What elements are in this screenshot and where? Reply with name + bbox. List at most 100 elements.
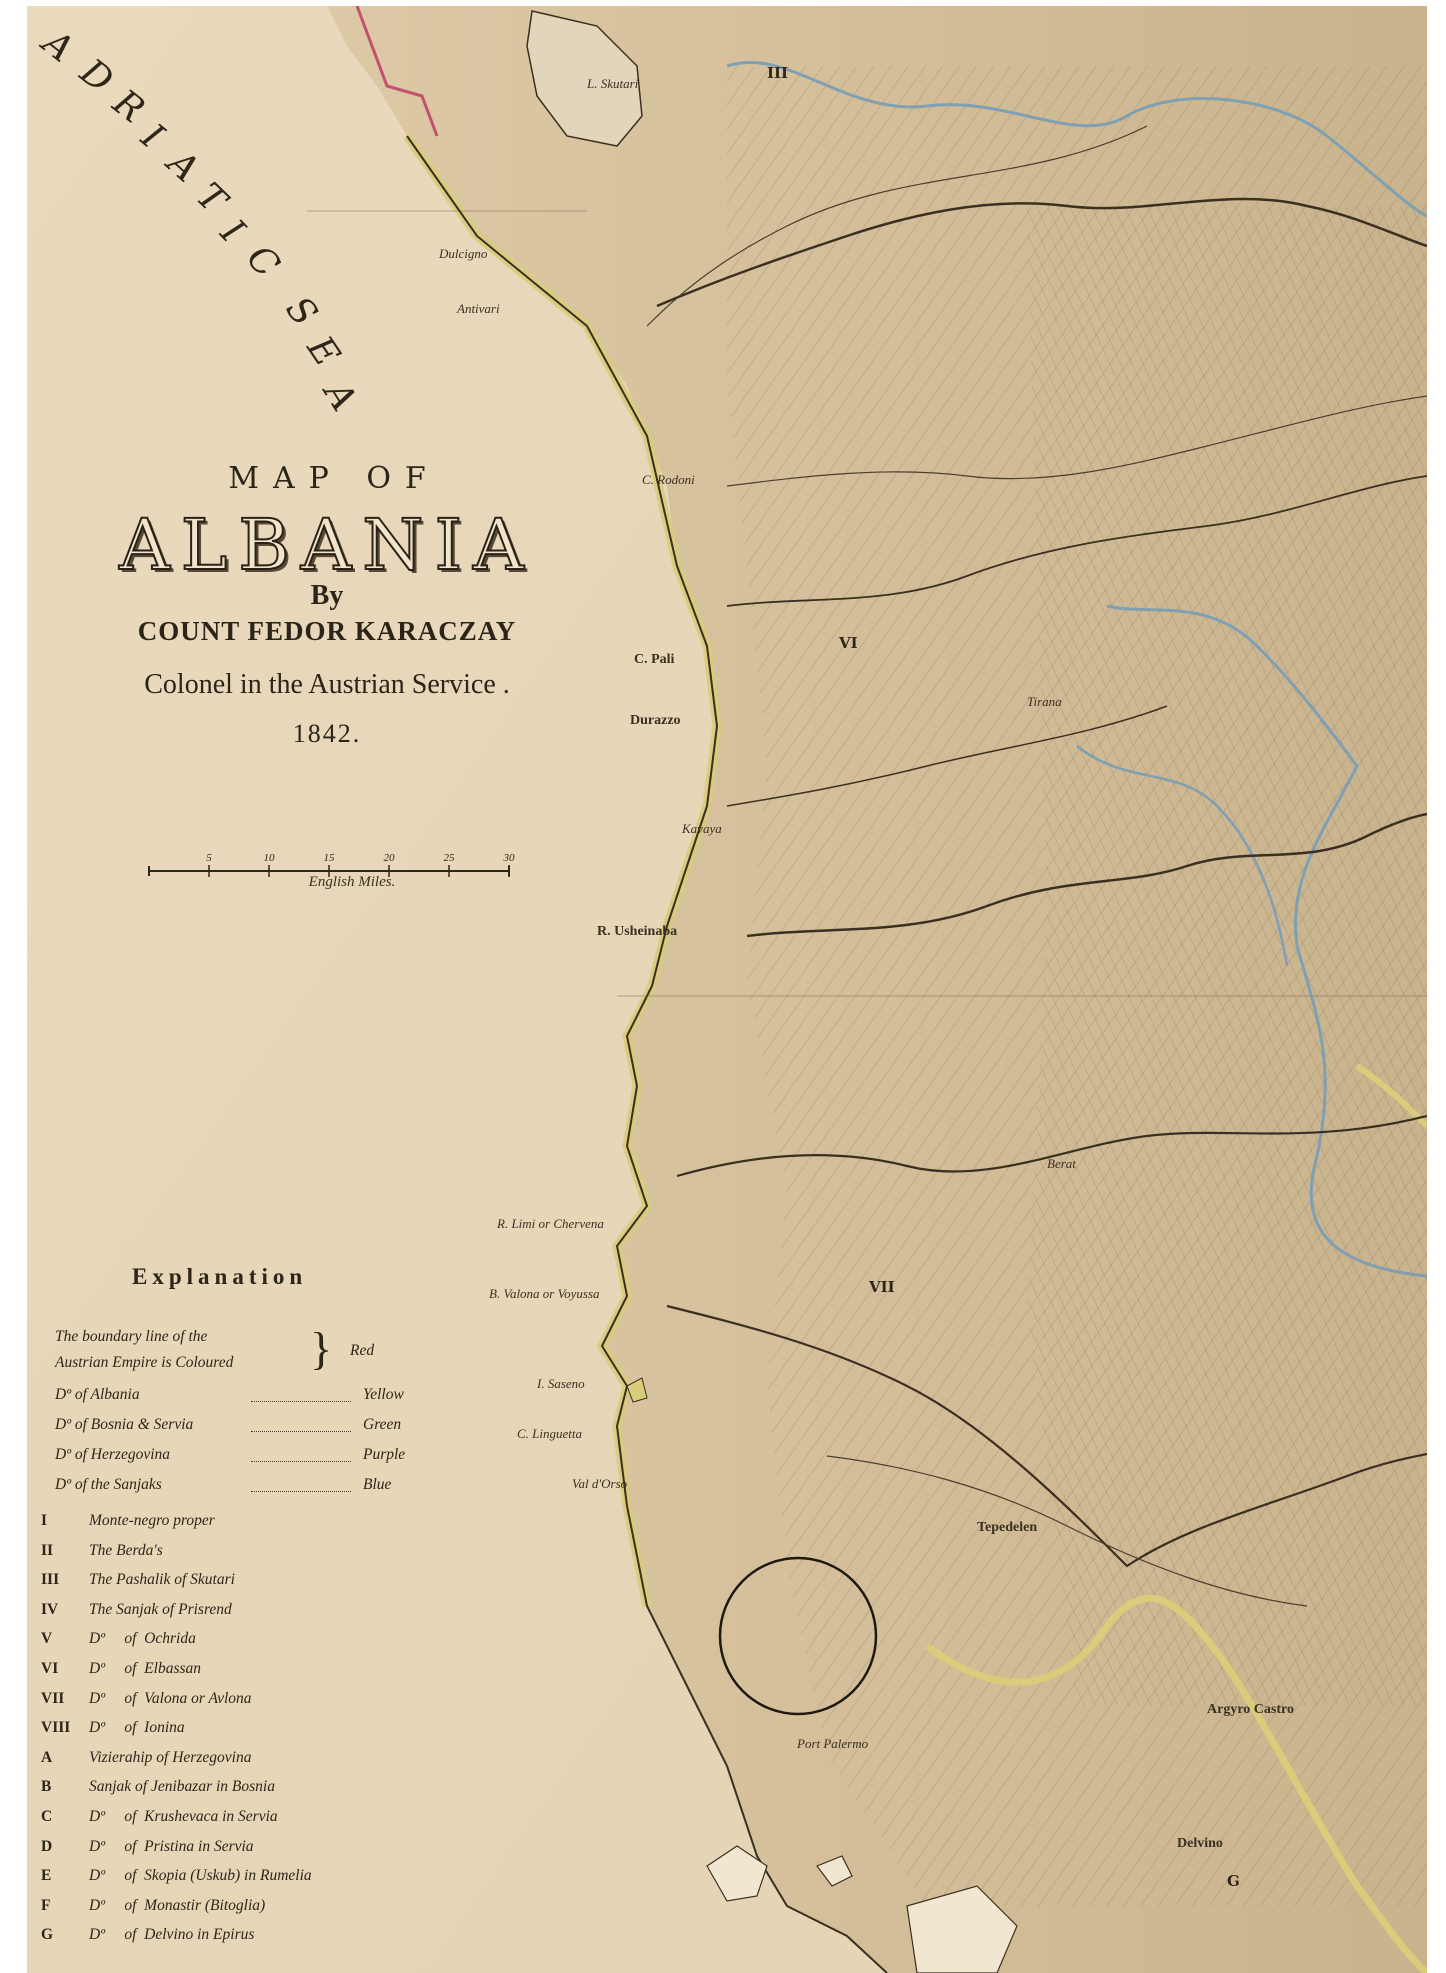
island-corfu bbox=[906, 1885, 1018, 1973]
legend-numbered-row: D Dº of Pristina in Servia bbox=[41, 1838, 461, 1866]
region-label: VI bbox=[839, 634, 858, 652]
legend-row-boundary-2: Austrian Empire is Coloured bbox=[41, 1354, 461, 1382]
title-albania: ALBANIA bbox=[118, 503, 535, 587]
legend-text: The Sanjak of Prisrend bbox=[89, 1600, 232, 1618]
scale-tick-label: 30 bbox=[503, 852, 516, 864]
legend-key: III bbox=[41, 1571, 60, 1589]
legend-brace: } bbox=[310, 1323, 333, 1374]
scale-tick-label: 25 bbox=[444, 852, 456, 864]
highlight-circle bbox=[718, 1556, 878, 1716]
island-corfu-north bbox=[706, 1845, 768, 1902]
legend-text: Monte-negro proper bbox=[89, 1512, 215, 1529]
place-label: C. Pali bbox=[634, 652, 675, 667]
legend-numbered-row: II The Berda's bbox=[41, 1542, 461, 1570]
road-north bbox=[646, 125, 1148, 327]
legend-colour-name: Purple bbox=[363, 1446, 406, 1463]
scale-label: English Miles. bbox=[308, 874, 396, 890]
place-label: R. Limi or Chervena bbox=[497, 1216, 604, 1231]
legend-text: The Pashalik of Skutari bbox=[89, 1571, 235, 1589]
title-author: COUNT FEDOR KARACZAY bbox=[137, 616, 517, 646]
island-small bbox=[816, 1855, 853, 1887]
place-label: L. Skutari bbox=[587, 76, 639, 91]
legend-key: V bbox=[41, 1630, 53, 1648]
legend-text: Dº of Herzegovina bbox=[55, 1446, 171, 1463]
river-vjosa bbox=[666, 1304, 1427, 1568]
legend-colour-name: Yellow bbox=[363, 1386, 404, 1403]
legend-leader bbox=[251, 1461, 351, 1462]
road-central bbox=[726, 395, 1427, 487]
river-shkumbin bbox=[746, 812, 1427, 938]
legend-leader bbox=[251, 1491, 351, 1492]
title-year: 1842. bbox=[292, 719, 362, 748]
albania-border-south bbox=[924, 1594, 1427, 1973]
mountain-hatching-east bbox=[1027, 206, 1427, 1706]
legend-numbered-row: III The Pashalik of Skutari bbox=[41, 1571, 461, 1599]
austrian-boundary bbox=[355, 6, 439, 137]
legend-text: Dº of Krushevaca in Servia bbox=[89, 1808, 278, 1825]
place-label: C. Linguetta bbox=[517, 1426, 583, 1441]
region-label: G bbox=[1227, 1872, 1240, 1890]
legend-text: Dº of Albania bbox=[55, 1386, 140, 1403]
legend-colour-name: Green bbox=[363, 1416, 402, 1433]
legend-key: E bbox=[41, 1867, 52, 1885]
legend-text: Dº of Ionina bbox=[89, 1719, 185, 1737]
road-south bbox=[826, 1455, 1308, 1607]
legend-key: I bbox=[41, 1512, 48, 1529]
scale-tick-label: 5 bbox=[206, 852, 212, 864]
legend-colour-row: Dº of Herzegovina Purple bbox=[41, 1446, 461, 1474]
lake-skutari bbox=[526, 10, 643, 147]
legend-key: VIII bbox=[41, 1719, 71, 1737]
legend-colour-row: Dº of Bosnia & Servia Green bbox=[41, 1416, 461, 1444]
legend-leader bbox=[251, 1431, 351, 1432]
legend-key: C bbox=[41, 1808, 53, 1825]
place-label: R. Usheinaba bbox=[597, 924, 678, 939]
river-drin bbox=[656, 197, 1427, 308]
legend-key: VII bbox=[41, 1689, 65, 1707]
legend-colour-red: Red bbox=[350, 1342, 375, 1359]
legend-text: The Berda's bbox=[89, 1541, 163, 1559]
scale-tick-label: 10 bbox=[264, 852, 276, 864]
island-saseno bbox=[626, 1377, 648, 1403]
legend-numbered-row: IV The Sanjak of Prisrend bbox=[41, 1601, 461, 1629]
place-label: B. Valona or Voyussa bbox=[489, 1286, 600, 1301]
legend-text: Dº of Bosnia & Servia bbox=[55, 1416, 194, 1433]
legend-numbered-row: VIII Dº of Ionina bbox=[41, 1719, 461, 1747]
blue-boundary-east bbox=[1106, 604, 1427, 1278]
place-label: I. Saseno bbox=[537, 1376, 585, 1391]
legend-colour-name: Blue bbox=[363, 1476, 392, 1493]
legend-row-boundary-1: The boundary line of the bbox=[41, 1328, 461, 1356]
legend-key: VI bbox=[41, 1660, 59, 1677]
legend-text: Sanjak of Jenibazar in Bosnia bbox=[89, 1778, 275, 1796]
legend-text: The boundary line of the bbox=[55, 1328, 208, 1345]
title-by: By bbox=[310, 580, 344, 611]
place-label: Dulcigno bbox=[439, 246, 488, 261]
place-label: Delvino bbox=[1177, 1836, 1223, 1851]
albania-border-east bbox=[1355, 1063, 1427, 1129]
title-cartouche: MAP OF ALBANIA By COUNT FEDOR KARACZAY C… bbox=[67, 461, 587, 749]
place-label: Port Palermo bbox=[797, 1736, 869, 1751]
title-rank: Colonel in the Austrian Service . bbox=[144, 669, 510, 700]
legend-text: Dº of Skopia (Uskub) in Rumelia bbox=[89, 1867, 312, 1885]
legend-numbered-row: E Dº of Skopia (Uskub) in Rumelia bbox=[41, 1867, 461, 1895]
legend-colour-row: Dº of Albania Yellow bbox=[41, 1386, 461, 1414]
legend-key: II bbox=[41, 1541, 54, 1559]
legend-text: Dº of Pristina in Servia bbox=[89, 1837, 254, 1855]
legend-key: IV bbox=[41, 1600, 59, 1618]
place-label: Val d'Orso bbox=[572, 1476, 628, 1491]
river-semeni bbox=[676, 1114, 1427, 1178]
legend-key: A bbox=[41, 1748, 53, 1766]
legend-key: D bbox=[41, 1837, 53, 1855]
legend-title: Explanation bbox=[132, 1264, 308, 1289]
scale-tick-label: 20 bbox=[384, 852, 396, 864]
legend-leader bbox=[251, 1401, 351, 1402]
legend-key: B bbox=[41, 1778, 52, 1796]
river-erzen bbox=[726, 705, 1168, 807]
legend-key: F bbox=[41, 1896, 51, 1914]
